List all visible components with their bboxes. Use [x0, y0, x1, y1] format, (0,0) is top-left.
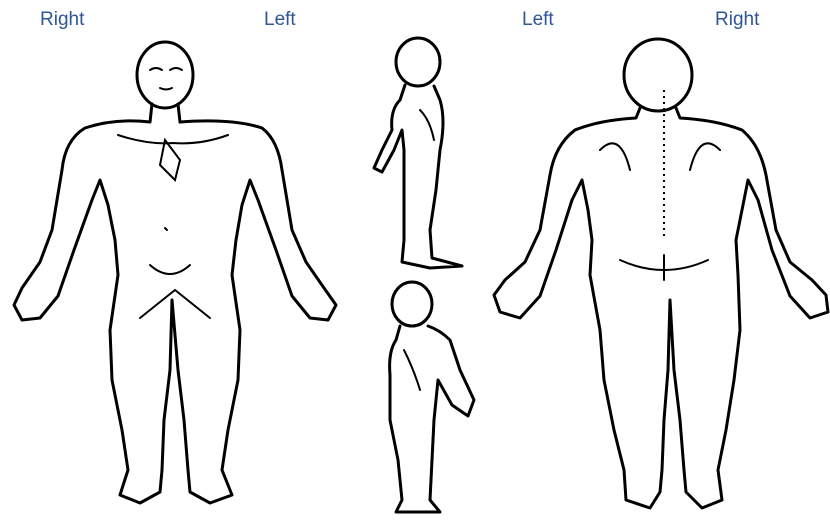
back-body-figure[interactable]: [494, 39, 828, 508]
front-body-figure[interactable]: [14, 42, 336, 503]
side-body-figure-upper[interactable]: [374, 38, 462, 268]
side-body-figure-lower[interactable]: [390, 282, 474, 512]
